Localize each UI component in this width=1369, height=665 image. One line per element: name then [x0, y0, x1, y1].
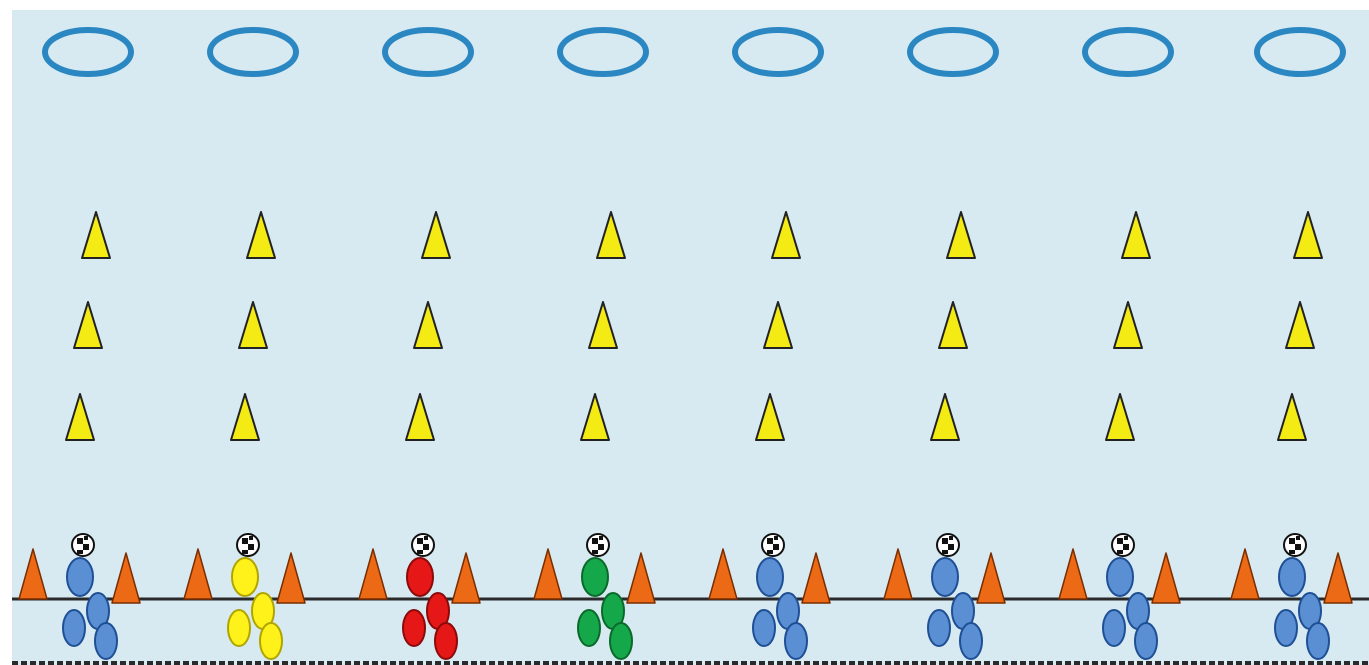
players-group [62, 533, 1330, 660]
cone-icon [1285, 301, 1315, 349]
marker-cone-icon [1151, 552, 1181, 604]
soccer-ball-icon [411, 533, 435, 557]
cone-icon [763, 301, 793, 349]
cone-icon [580, 393, 610, 441]
marker-cone-icon [276, 552, 306, 604]
orange-marker-cones [18, 548, 1353, 604]
marker-cone-icon [533, 548, 563, 600]
soccer-ball-icon [1283, 533, 1307, 557]
cone-icon [771, 211, 801, 259]
player-icon [1274, 557, 1330, 660]
soccer-ball-icon [761, 533, 785, 557]
marker-cone-icon [976, 552, 1006, 604]
soccer-ball-icon [1111, 533, 1135, 557]
cone-icon [405, 393, 435, 441]
marker-cone-icon [111, 552, 141, 604]
marker-cone-icon [451, 552, 481, 604]
cone-icon [238, 301, 268, 349]
cone-icon [1121, 211, 1151, 259]
player-icon [927, 557, 983, 660]
marker-cone-icon [883, 548, 913, 600]
cone-icon [421, 211, 451, 259]
soccer-ball-icon [586, 533, 610, 557]
cone-icon [65, 393, 95, 441]
cone-icon [230, 393, 260, 441]
player-icon [577, 557, 633, 660]
marker-cone-icon [1058, 548, 1088, 600]
cone-icon [588, 301, 618, 349]
hoop-icon [732, 27, 824, 77]
marker-cone-icon [708, 548, 738, 600]
player-icon [62, 557, 118, 660]
cone-icon [1105, 393, 1135, 441]
hoop-icon [207, 27, 299, 77]
hoop-icon [557, 27, 649, 77]
cone-icon [1293, 211, 1323, 259]
hoop-icon [1254, 27, 1346, 77]
cone-icon [596, 211, 626, 259]
marker-cone-icon [18, 548, 48, 600]
cone-icon [755, 393, 785, 441]
cone-icon [938, 301, 968, 349]
marker-cone-icon [358, 548, 388, 600]
cone-icon [1113, 301, 1143, 349]
cone-icon [73, 301, 103, 349]
cone-icon [246, 211, 276, 259]
hoops-row [42, 27, 1346, 77]
hoop-icon [382, 27, 474, 77]
soccer-ball-icon [236, 533, 260, 557]
marker-cone-icon [626, 552, 656, 604]
cone-icon [81, 211, 111, 259]
yellow-cones-grid [65, 211, 1323, 441]
player-icon [752, 557, 808, 660]
player-icon [402, 557, 458, 660]
hoop-icon [1082, 27, 1174, 77]
cone-icon [946, 211, 976, 259]
player-icon [227, 557, 283, 660]
marker-cone-icon [1323, 552, 1353, 604]
marker-cone-icon [1230, 548, 1260, 600]
cone-icon [413, 301, 443, 349]
cone-icon [1277, 393, 1307, 441]
marker-cone-icon [801, 552, 831, 604]
cone-icon [930, 393, 960, 441]
player-icon [1102, 557, 1158, 660]
soccer-ball-icon [936, 533, 960, 557]
hoop-icon [907, 27, 999, 77]
field-background [12, 10, 1369, 665]
hoop-icon [42, 27, 134, 77]
soccer-ball-icon [71, 533, 95, 557]
marker-cone-icon [183, 548, 213, 600]
